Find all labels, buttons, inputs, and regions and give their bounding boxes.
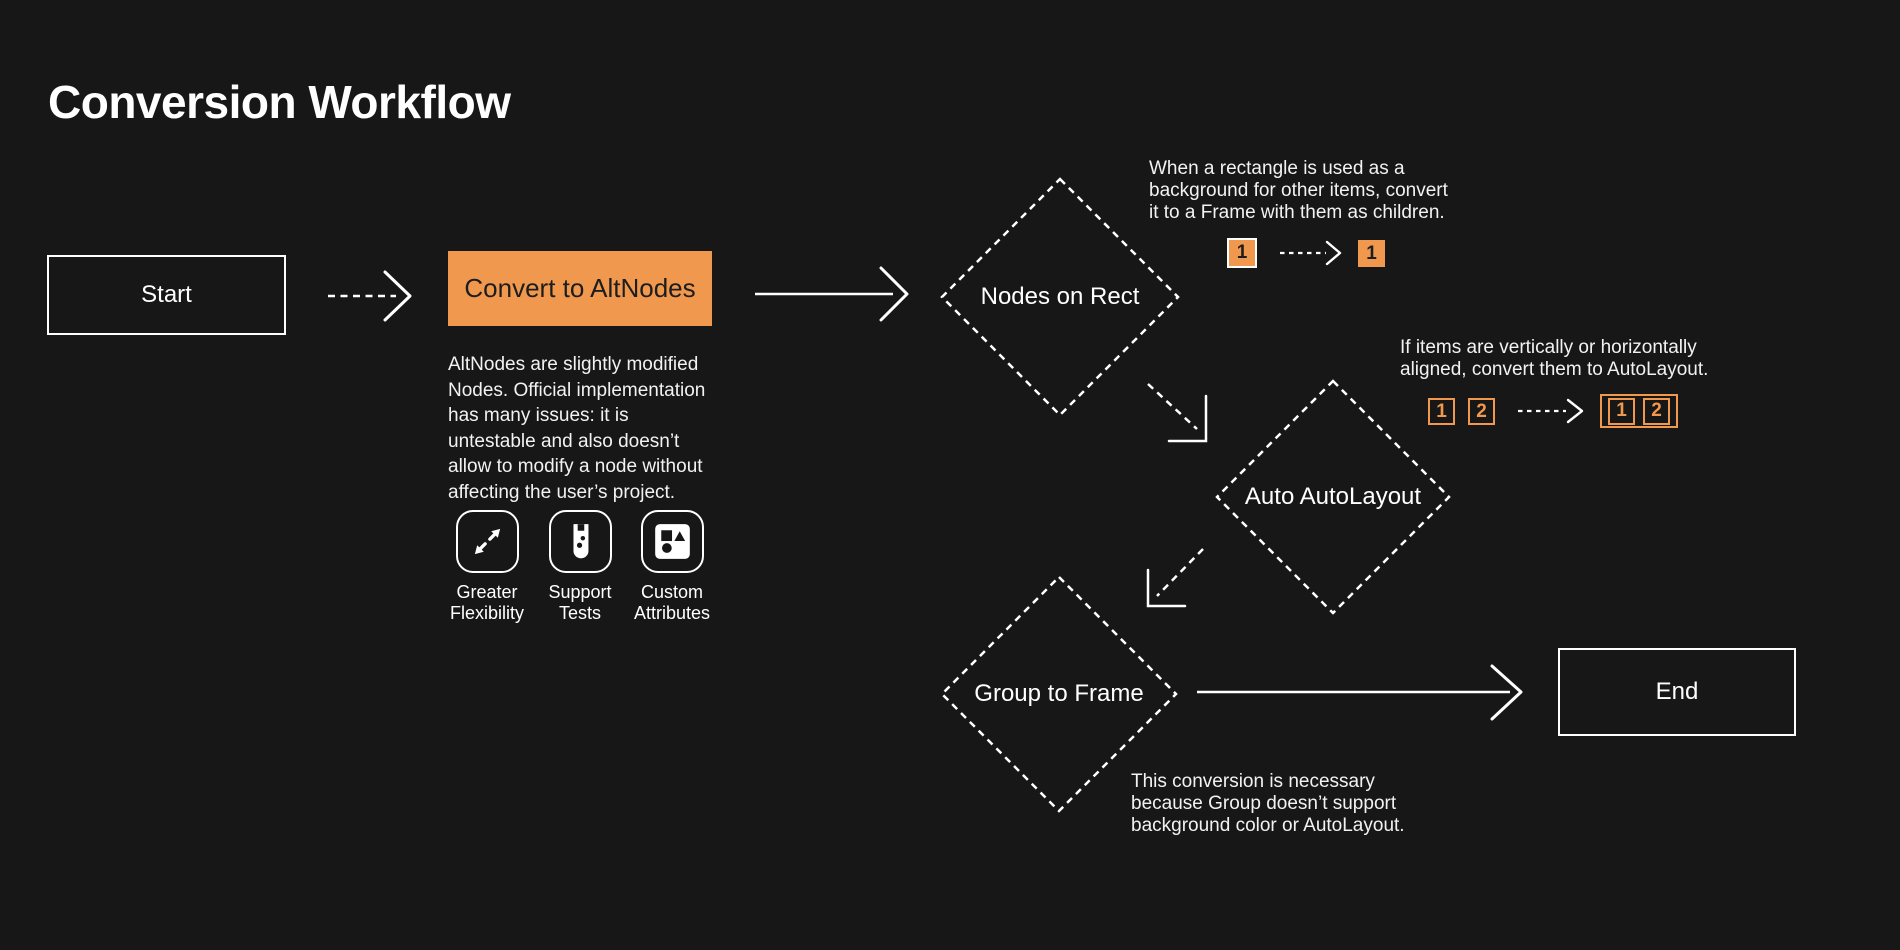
rect-conversion-note: When a rectangle is used as a background… — [1149, 158, 1448, 224]
convert-label: Convert to AltNodes — [464, 273, 696, 303]
note-line: allow to modify a node without — [448, 456, 703, 477]
feature-greater-flexibility: Greater Flexibility — [436, 510, 538, 624]
feature-label: Greater Flexibility — [449, 582, 524, 623]
note-line: affecting the user’s project. — [448, 481, 676, 503]
arrow-nodes-on-rect-to-auto-autolayout — [1147, 383, 1208, 443]
note-line: This conversion is necessary — [1131, 771, 1375, 792]
arrow-rect-note-badges — [1280, 240, 1342, 266]
note-line: background for other items, convert — [1149, 180, 1448, 201]
flow-node-group-to-frame: Group to Frame — [974, 680, 1144, 707]
autolayout-grouped-badge-2: 2 — [1643, 397, 1670, 425]
autolayout-conversion-note: If items are vertically or horizontally … — [1400, 337, 1708, 381]
shapes-icon — [640, 510, 704, 573]
autolayout-badge-2: 2 — [1468, 398, 1495, 425]
autolayout-grouped-badge-1: 1 — [1608, 397, 1635, 425]
autolayout-badge-1: 1 — [1428, 398, 1455, 425]
arrow-start-to-convert — [328, 270, 412, 322]
arrow-group-to-frame-to-end — [1197, 664, 1523, 721]
rect-badge-before: 1 — [1227, 238, 1257, 268]
note-line: untestable and also doesn’t — [448, 430, 680, 452]
altnodes-description: AltNodes are slightly modified Nodes. Of… — [448, 352, 705, 505]
flow-node-start: Start — [47, 255, 286, 335]
note-line: has many issues: it is — [448, 405, 629, 426]
flow-node-end: End — [1558, 648, 1796, 736]
test-tube-icon — [548, 510, 612, 573]
feature-support-tests: Support Tests — [529, 510, 631, 624]
feature-label: Custom Attributes — [633, 582, 711, 623]
note-line: aligned, convert them to AutoLayout. — [1400, 359, 1709, 380]
start-label: Start — [141, 281, 192, 308]
feature-custom-attributes: Custom Attributes — [621, 510, 723, 624]
group-conversion-note: This conversion is necessary because Gro… — [1131, 771, 1405, 837]
expand-arrows-icon — [455, 510, 519, 573]
note-line: AltNodes are slightly modified — [448, 354, 699, 375]
note-line: background color or AutoLayout. — [1131, 815, 1405, 836]
flow-node-convert-to-altnodes: Convert to AltNodes — [448, 251, 712, 326]
note-line: When a rectangle is used as a — [1149, 158, 1405, 179]
arrow-autolayout-note-badges — [1518, 398, 1584, 424]
flow-node-nodes-on-rect: Nodes on Rect — [980, 283, 1140, 310]
flow-node-auto-autolayout: Auto AutoLayout — [1244, 483, 1422, 510]
note-line: If items are vertically or horizontally — [1400, 337, 1697, 358]
note-line: it to a Frame with them as children. — [1149, 202, 1445, 223]
end-label: End — [1655, 678, 1699, 705]
note-line: because Group doesn’t support — [1131, 793, 1397, 814]
feature-label: Support Tests — [548, 582, 612, 623]
note-line: Nodes. Official implementation — [448, 379, 706, 401]
autolayout-badge-group: 1 2 — [1600, 394, 1678, 428]
page-title: Conversion Workflow — [48, 75, 511, 128]
arrow-auto-autolayout-to-group-to-frame — [1146, 548, 1204, 608]
rect-badge-after: 1 — [1358, 240, 1385, 267]
arrow-convert-to-nodes-on-rect — [755, 266, 909, 322]
